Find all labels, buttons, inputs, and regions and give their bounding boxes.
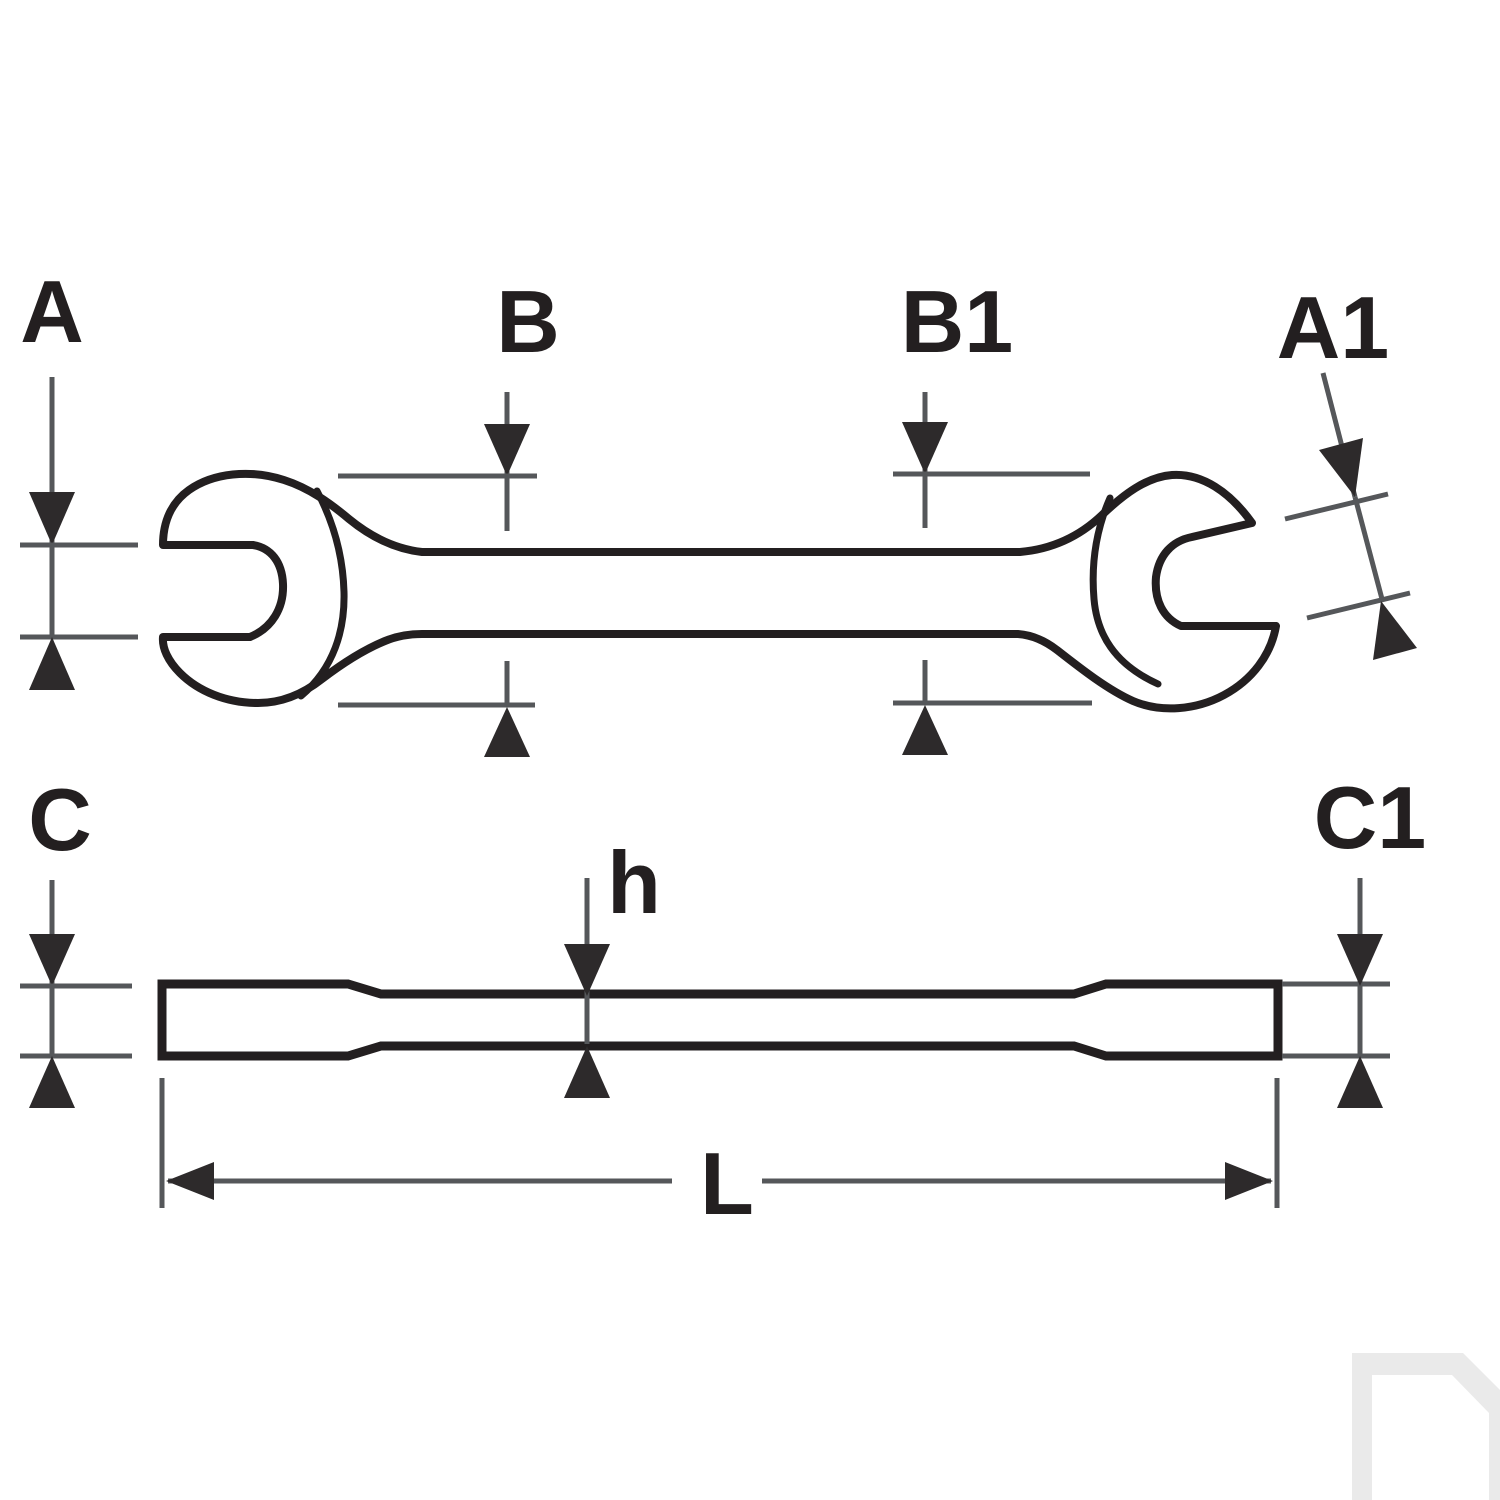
dim-c1-arrow-down — [1337, 934, 1383, 986]
dimension-l: L — [159, 1078, 1280, 1233]
dimension-a1: A1 — [1277, 278, 1417, 660]
dimension-a-label: A — [20, 262, 84, 361]
left-head-face-arc — [297, 487, 348, 700]
dim-c1-arrow-up — [1337, 1056, 1383, 1108]
dim-b1-arrow-down — [902, 422, 948, 474]
watermark-inner-shape — [1372, 1375, 1489, 1500]
dimension-a: A — [20, 262, 138, 690]
dim-a1-tick-top — [1284, 491, 1389, 522]
dimension-a1-label: A1 — [1277, 278, 1390, 377]
top-view: A B B1 A — [20, 262, 1417, 757]
dim-l-arrow-right — [1225, 1162, 1273, 1200]
dim-b-arrow-up — [484, 707, 530, 757]
wrench-side-profile — [157, 979, 1283, 1061]
dimension-b1: B1 — [893, 272, 1092, 755]
dimension-h: h — [564, 833, 661, 1098]
dim-l-arrow-left — [166, 1162, 214, 1200]
dimension-b-label: B — [496, 272, 560, 371]
dim-a1-stem-mid — [1352, 496, 1385, 600]
dim-a1-tick-bottom — [1306, 590, 1411, 621]
dim-b1-arrow-up — [902, 705, 948, 755]
dimension-c: C — [20, 770, 132, 1108]
dimension-c-label: C — [28, 770, 92, 869]
side-view: C h C1 — [20, 768, 1426, 1233]
wrench-outline — [158, 469, 1280, 713]
dimension-h-label: h — [607, 833, 661, 932]
dim-a1-arrow-up — [1373, 601, 1417, 660]
dim-h-arrow-up — [564, 1046, 610, 1098]
dim-c-arrow-up — [29, 1056, 75, 1108]
dim-h-arrow-down — [564, 944, 610, 996]
dimension-c1-label: C1 — [1314, 768, 1427, 867]
watermark-d — [1352, 1353, 1500, 1500]
dim-a-arrow-up — [29, 637, 75, 690]
dimension-b: B — [338, 272, 560, 757]
dimension-c1: C1 — [1314, 768, 1427, 1108]
dim-a-arrow-down — [29, 492, 75, 545]
dim-c-arrow-down — [29, 934, 75, 986]
dim-b-arrow-down — [484, 424, 530, 476]
dimension-l-label: L — [700, 1134, 754, 1233]
dimension-b1-label: B1 — [901, 272, 1014, 371]
dim-a1-arrow-down — [1319, 438, 1363, 497]
right-head-face-arc — [1089, 494, 1162, 688]
